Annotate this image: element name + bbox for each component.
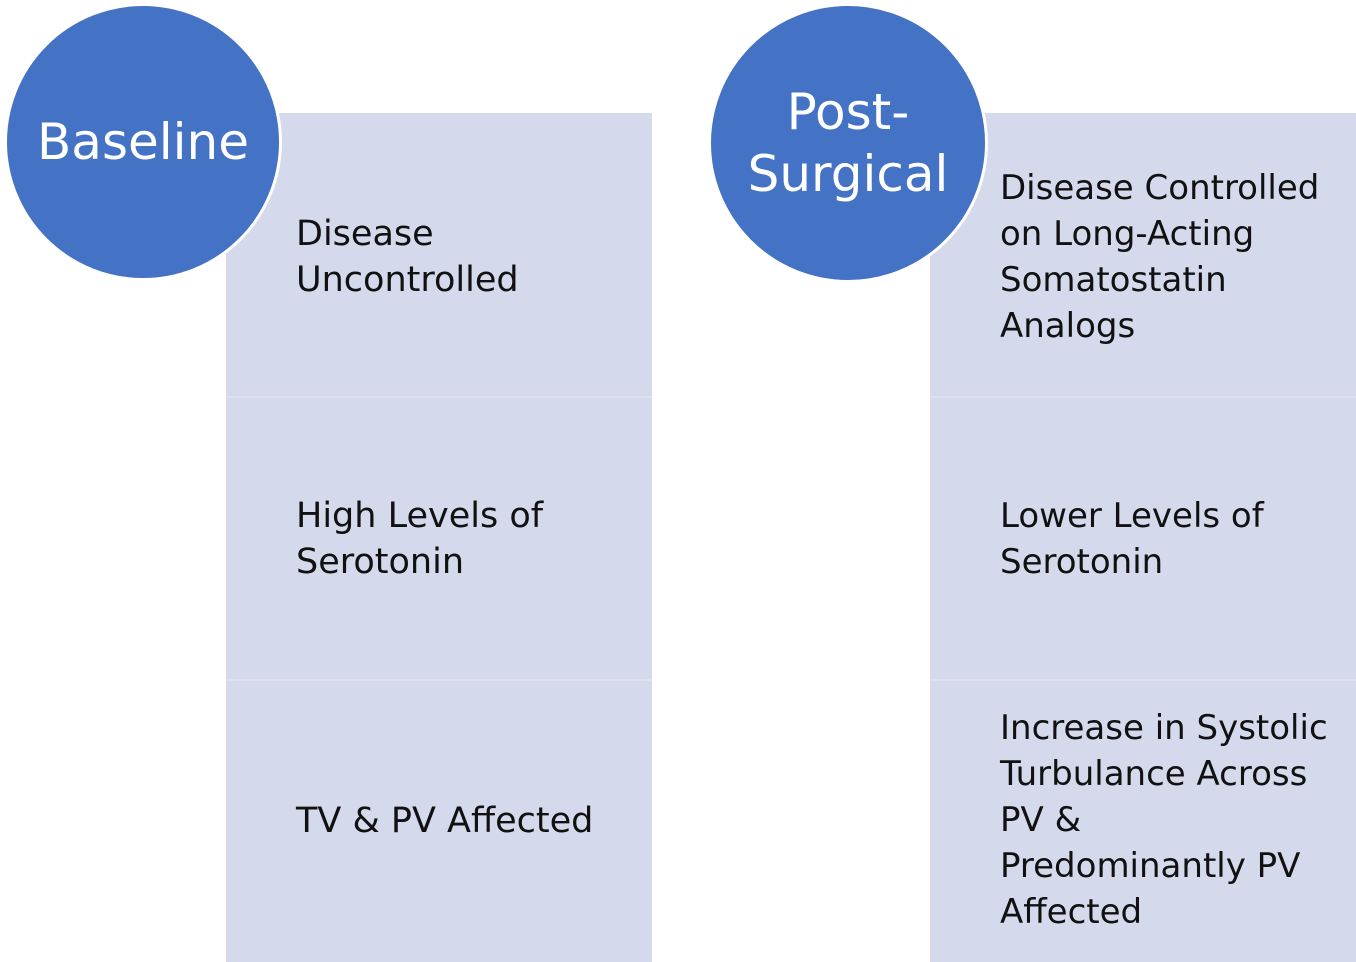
baseline-item-1: Disease Uncontrolled: [226, 113, 652, 396]
post-surgical-item-1-text: Disease Controlled on Long-Acting Somato…: [1000, 168, 1320, 346]
post-surgical-item-3-text: Increase in Systolic Turbulance Across P…: [1000, 708, 1328, 932]
baseline-item-3: TV & PV Affected: [226, 679, 652, 962]
baseline-item-3-text: TV & PV Affected: [296, 801, 594, 841]
baseline-item-2: High Levels of Serotonin: [226, 396, 652, 679]
baseline-item-1-text: Disease Uncontrolled: [296, 214, 519, 300]
post-surgical-circle: Post- Surgical: [708, 3, 988, 283]
baseline-item-2-text: High Levels of Serotonin: [296, 495, 544, 582]
post-surgical-column: Disease Controlled on Long-Acting Somato…: [705, 0, 1356, 962]
post-surgical-item-3: Increase in Systolic Turbulance Across P…: [930, 679, 1356, 962]
post-surgical-item-2: Lower Levels of Serotonin: [930, 396, 1356, 679]
baseline-title: Baseline: [37, 113, 249, 171]
post-surgical-item-1: Disease Controlled on Long-Acting Somato…: [930, 113, 1356, 396]
baseline-column: Disease Uncontrolled High Levels of Sero…: [0, 0, 660, 962]
baseline-circle: Baseline: [4, 3, 282, 281]
post-surgical-item-2-text: Lower Levels of Serotonin: [1000, 495, 1264, 582]
post-surgical-title: Post- Surgical: [747, 83, 949, 203]
baseline-panel: Disease Uncontrolled High Levels of Sero…: [226, 113, 652, 962]
post-surgical-panel: Disease Controlled on Long-Acting Somato…: [930, 113, 1356, 962]
